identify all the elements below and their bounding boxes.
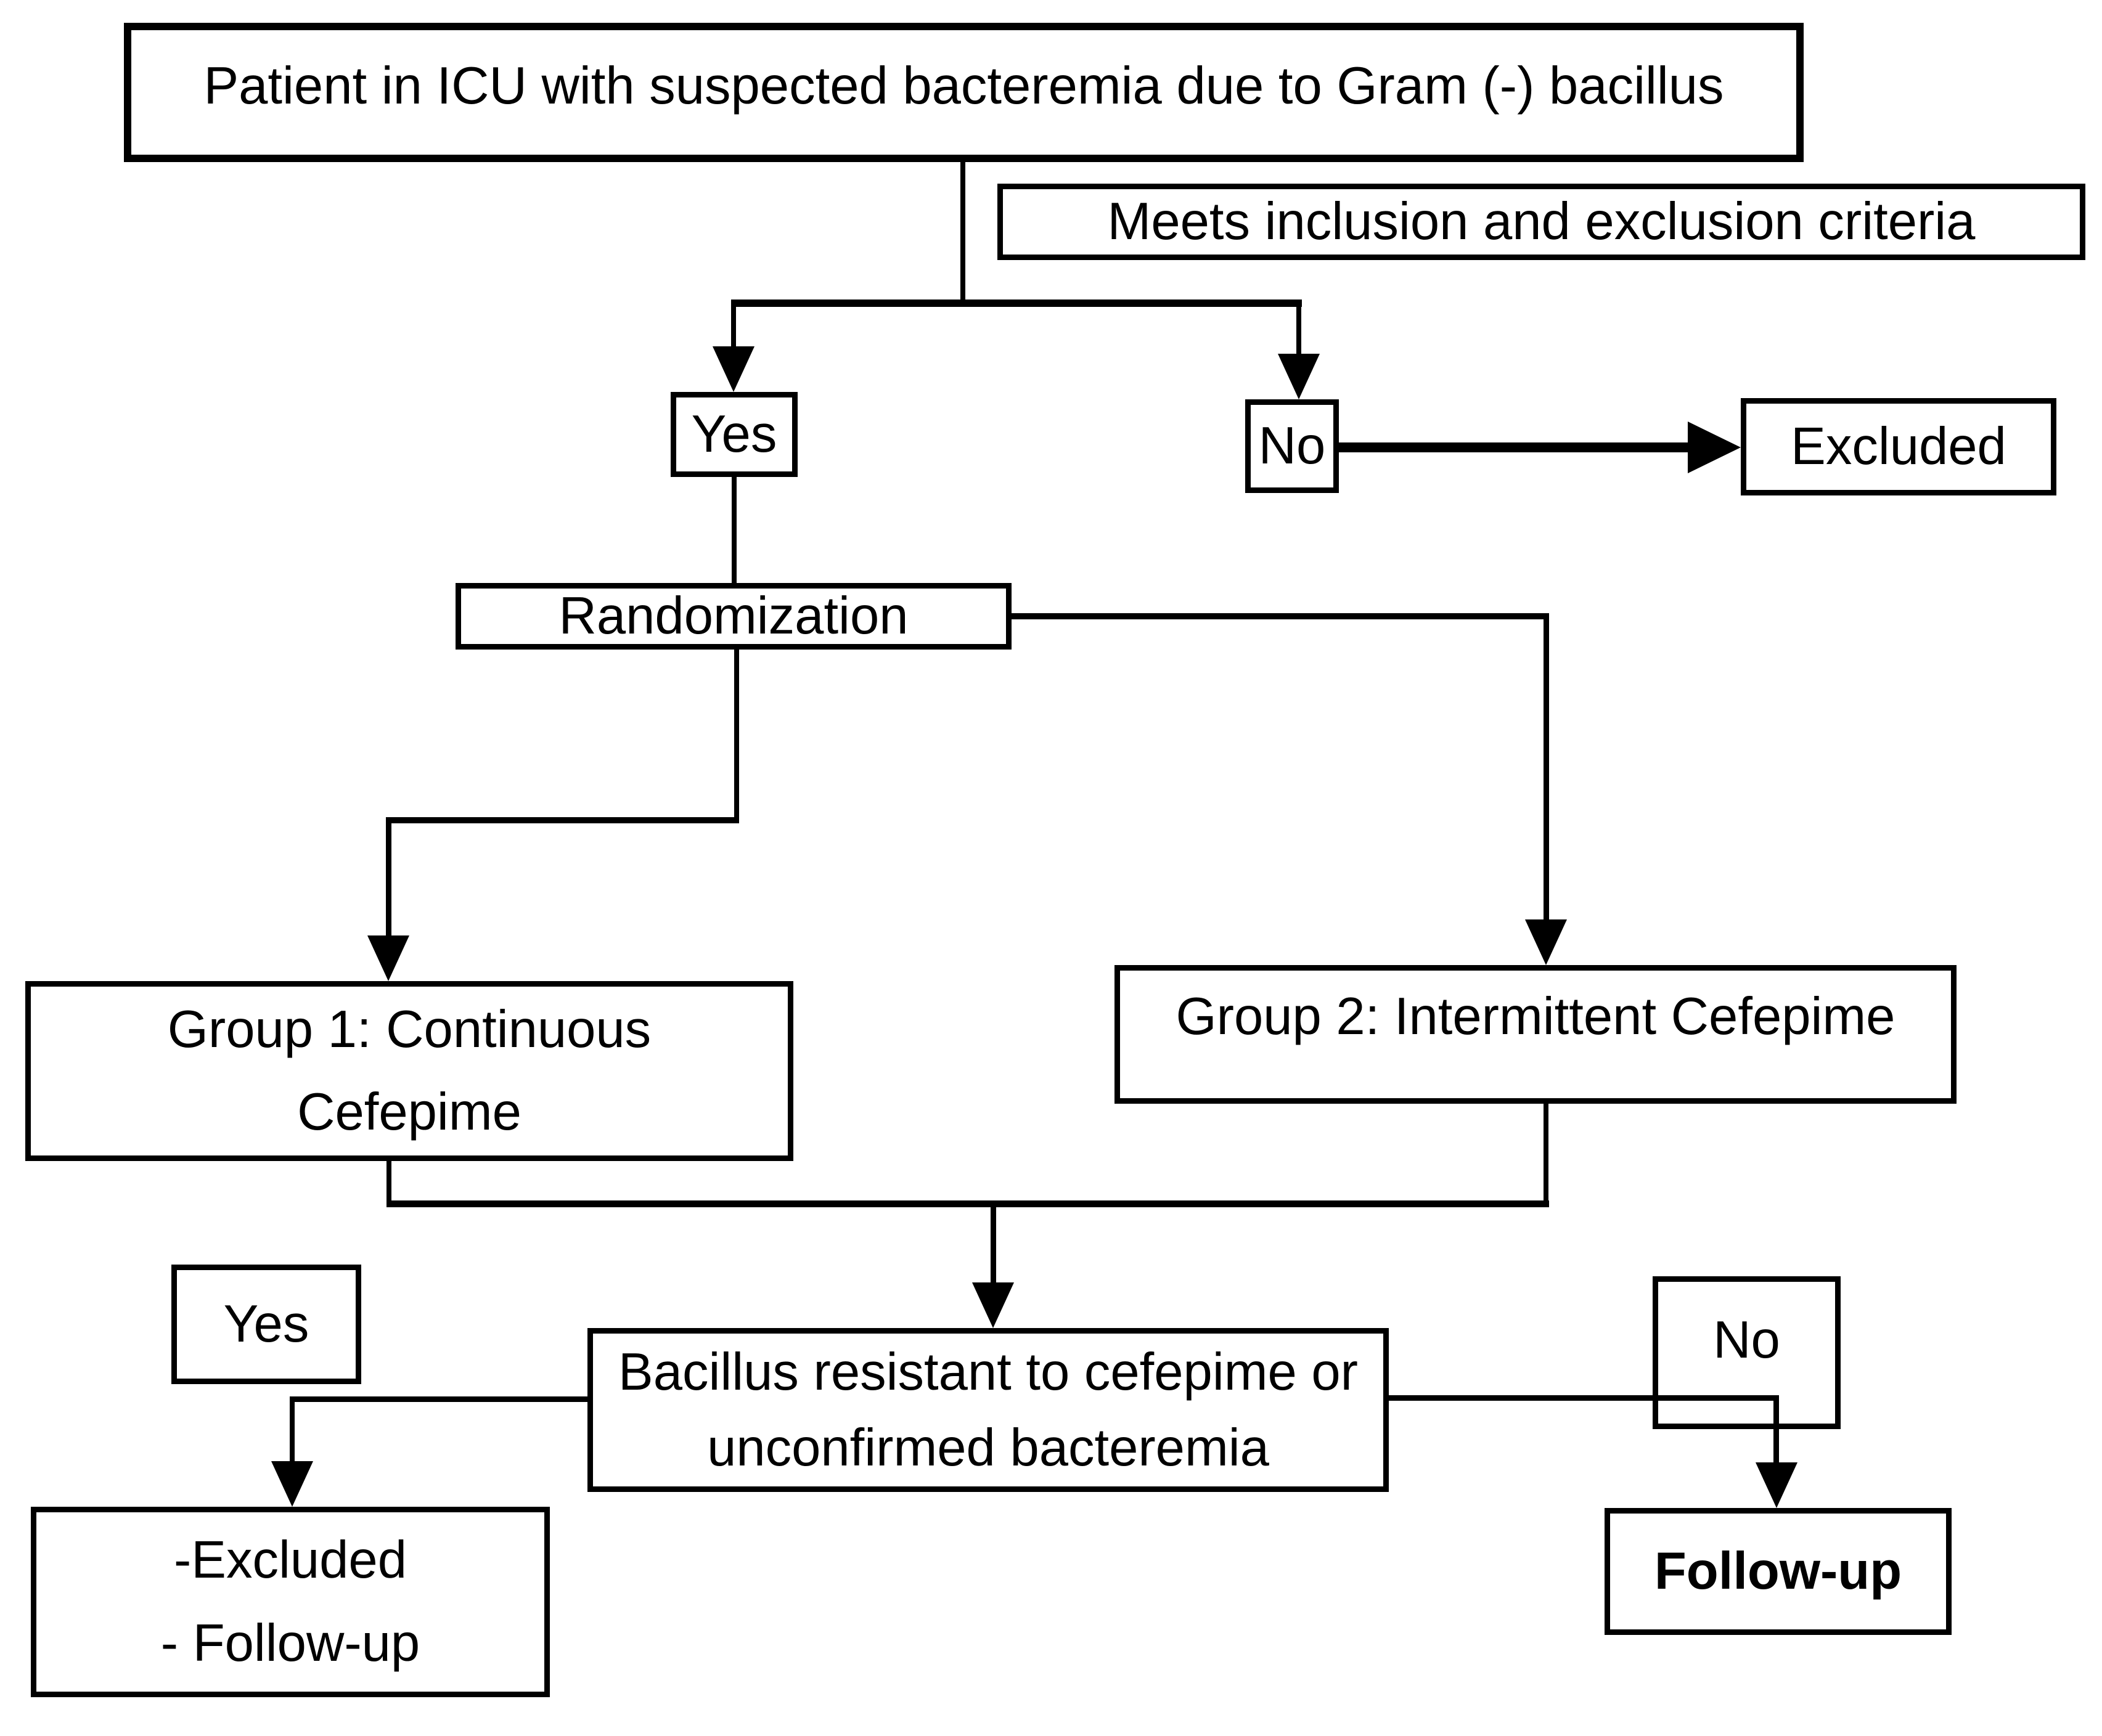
node-resistant-line2: unconfirmed bacteremia — [707, 1419, 1269, 1477]
node-decision1-no: No — [1245, 399, 1339, 493]
node-decision2-no-label: No — [1713, 1311, 1780, 1369]
connector-to-yes1 — [731, 303, 736, 350]
node-excluded: Excluded — [1741, 398, 2056, 495]
node-group1-line1: Group 1: Continuous — [167, 1000, 652, 1059]
connector-group1-arrowline — [386, 817, 391, 937]
connector-group2-bottom-down — [1544, 1102, 1548, 1205]
arrowhead-into-excluded-followup — [271, 1461, 313, 1507]
connector-group2-down-arrowline — [1544, 613, 1549, 921]
node-excluded-followup-line2: - Follow-up — [160, 1613, 420, 1673]
connector-yes2-down — [290, 1396, 295, 1462]
arrowhead-into-yes1 — [713, 346, 755, 392]
node-start-label: Patient in ICU with suspected bacteremia… — [203, 57, 1724, 115]
node-followup-label: Follow-up — [1654, 1541, 1902, 1600]
node-decision2-yes-label: Yes — [223, 1294, 309, 1353]
connector-no2-down — [1773, 1395, 1779, 1464]
connector-start-down — [960, 160, 965, 304]
node-decision2-yes: Yes — [171, 1265, 361, 1384]
node-excluded-label: Excluded — [1791, 417, 2006, 476]
arrowhead-into-group1 — [367, 935, 409, 981]
node-randomization: Randomization — [456, 583, 1012, 650]
connector-branch1-horizontal — [731, 300, 1302, 307]
arrowhead-into-group2 — [1525, 919, 1567, 965]
connector-randomization-right — [1010, 613, 1549, 619]
node-decision1-no-label: No — [1258, 416, 1326, 475]
node-decision1-yes-label: Yes — [691, 404, 777, 463]
connector-group1-bottom-down — [386, 1159, 391, 1207]
node-decision1-yes: Yes — [671, 392, 798, 477]
node-group2: Group 2: Intermittent Cefepime — [1114, 965, 1957, 1104]
node-excluded-followup-line1: -Excluded — [174, 1531, 407, 1590]
node-excluded-followup: -Excluded - Follow-up — [31, 1507, 550, 1697]
connector-yes1-to-randomization — [732, 476, 737, 584]
arrowhead-into-followup — [1756, 1462, 1797, 1508]
arrowhead-into-resistant — [972, 1282, 1014, 1328]
node-randomization-label: Randomization — [558, 586, 909, 645]
connector-to-no1 — [1296, 303, 1301, 357]
connector-merge-horizontal — [386, 1200, 1549, 1207]
connector-resistant-right — [1387, 1395, 1778, 1401]
node-resistant: Bacillus resistant to cefepime or unconf… — [587, 1328, 1389, 1492]
node-criteria: Meets inclusion and exclusion criteria — [997, 184, 2085, 260]
node-start: Patient in ICU with suspected bacteremia… — [124, 23, 1804, 162]
arrowhead-into-no1 — [1278, 354, 1320, 399]
connector-no1-to-excluded — [1336, 442, 1694, 452]
node-resistant-line1: Bacillus resistant to cefepime or — [618, 1342, 1358, 1401]
node-group1-line2: Cefepime — [297, 1083, 521, 1141]
node-group2-label: Group 2: Intermittent Cefepime — [1176, 987, 1895, 1046]
connector-resistant-left — [290, 1396, 589, 1402]
node-followup: Follow-up — [1605, 1508, 1952, 1635]
connector-randomization-down — [734, 648, 739, 823]
node-group1: Group 1: Continuous Cefepime — [25, 981, 793, 1161]
node-decision2-no: No — [1653, 1276, 1841, 1429]
connector-to-resistant — [991, 1200, 996, 1284]
connector-left-branch-horizontal — [386, 817, 739, 823]
arrowhead-into-excluded — [1688, 422, 1741, 473]
node-criteria-label: Meets inclusion and exclusion criteria — [1107, 192, 1976, 251]
